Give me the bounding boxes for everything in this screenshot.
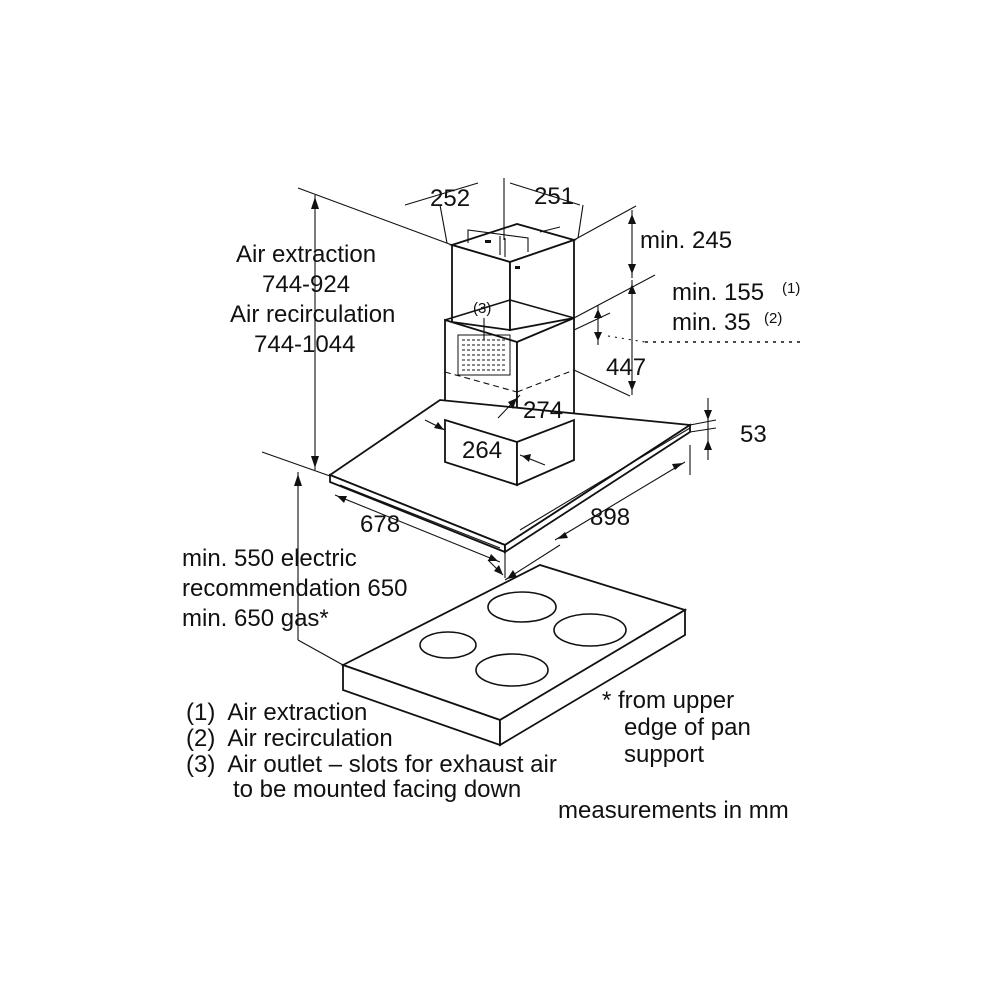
legend-item-3-cont: to be mounted facing down: [233, 776, 521, 803]
dim-252: 252: [430, 185, 470, 212]
clearance-line-3: min. 650 gas*: [182, 605, 329, 632]
hood-canopy: [328, 399, 693, 554]
dim-min-155: min. 155: [672, 279, 764, 306]
dim-274: 274: [523, 397, 563, 424]
sup-1: (1): [782, 280, 800, 297]
legend-item-1: (1) Air extraction: [186, 699, 367, 726]
legend-item-2: (2) Air recirculation: [186, 725, 393, 752]
height-label-block: Air extraction 744-924 Air recirculation…: [230, 241, 395, 358]
burner-top: [487, 591, 557, 623]
clearance-line-2: recommendation 650: [182, 575, 407, 602]
legend-item-3: (3) Air outlet – slots for exhaust air: [186, 751, 557, 778]
dimension-labels: 252 251 min. 245 min. 155 (1) min. 35 (2…: [360, 183, 800, 538]
dim-251: 251: [534, 183, 574, 210]
burner-left: [419, 631, 477, 659]
height-line-2: 744-924: [262, 271, 350, 298]
note-line-2: edge of pan: [624, 714, 751, 741]
burner-right: [553, 613, 627, 647]
height-line-4: 744-1044: [254, 331, 355, 358]
sup-2: (2): [764, 310, 782, 327]
dim-53: 53: [740, 421, 767, 448]
units-note: measurements in mm: [558, 797, 789, 824]
legend: (1) Air extraction (2) Air recirculation…: [186, 699, 557, 803]
dim-898: 898: [590, 504, 630, 531]
dimension-lines: [261, 178, 805, 666]
burner-front: [475, 653, 549, 687]
chimney-upper: [448, 223, 578, 332]
clearance-line-1: min. 550 electric: [182, 545, 357, 572]
footnote: * from upper edge of pan support: [602, 687, 751, 768]
callout-3: (3): [473, 300, 491, 317]
note-line-1: * from upper: [602, 687, 734, 714]
dim-678: 678: [360, 511, 400, 538]
cooktop: [340, 564, 688, 747]
dim-min-35: min. 35: [672, 309, 751, 336]
dim-min-245: min. 245: [640, 227, 732, 254]
clearance-label-block: min. 550 electric recommendation 650 min…: [182, 545, 407, 632]
dim-264: 264: [462, 437, 502, 464]
height-line-1: Air extraction: [236, 241, 376, 268]
note-line-3: support: [624, 741, 704, 768]
dim-447: 447: [606, 354, 646, 381]
height-line-3: Air recirculation: [230, 301, 395, 328]
